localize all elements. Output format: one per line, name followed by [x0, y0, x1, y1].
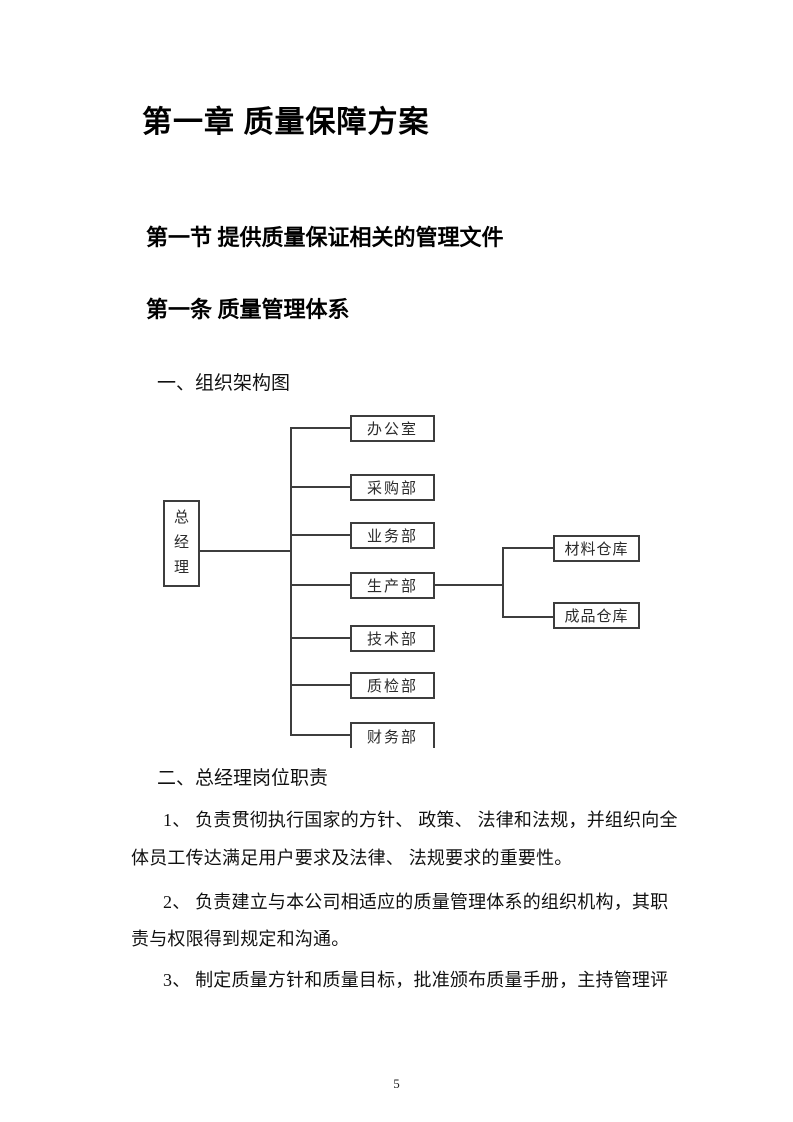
- org-box-business: 业务部: [350, 522, 435, 549]
- gm-char: 经: [173, 535, 189, 551]
- org-box-label: 技术部: [366, 632, 418, 648]
- connector-line: [290, 734, 350, 736]
- org-box-purchasing: 采购部: [350, 474, 435, 501]
- org-box-production: 生产部: [350, 572, 435, 599]
- org-box-office: 办公室: [350, 415, 435, 442]
- org-box-label: 办公室: [366, 422, 418, 438]
- page-number: 5: [393, 1076, 400, 1091]
- gm-char: 总: [173, 510, 189, 526]
- connector-line: [290, 486, 350, 488]
- org-chart: 总 经 理 办公室 采购部 业务部 生产部 技术部 质检部 财务部 材料仓库 成…: [163, 410, 648, 755]
- connector-line: [290, 427, 292, 736]
- list-item-org-chart: 一、组织架构图: [157, 373, 291, 394]
- org-box-label: 财务部: [366, 729, 418, 746]
- org-box-quality: 质检部: [350, 672, 435, 699]
- connector-line: [200, 550, 292, 552]
- org-box-label: 成品仓库: [564, 609, 629, 625]
- connector-line: [290, 427, 350, 429]
- org-box-label: 材料仓库: [564, 542, 629, 558]
- connector-line: [504, 616, 553, 618]
- paragraph-line: 体员工传达满足用户要求及法律、 法规要求的重要性。: [131, 848, 573, 868]
- connector-line: [433, 584, 504, 586]
- org-box-label: 质检部: [366, 679, 418, 695]
- chapter-title: 第一章 质量保障方案: [142, 106, 430, 139]
- paragraph-line: 责与权限得到规定和沟通。: [131, 929, 350, 949]
- connector-line: [290, 684, 350, 686]
- connector-line: [502, 547, 504, 618]
- org-box-label: 生产部: [366, 579, 418, 595]
- org-box-finance: 财务部: [350, 722, 435, 748]
- org-box-general-manager: 总 经 理: [163, 500, 200, 587]
- org-box-label: 业务部: [366, 529, 418, 545]
- connector-line: [290, 637, 350, 639]
- connector-line: [290, 584, 350, 586]
- connector-line: [290, 534, 350, 536]
- org-box-technology: 技术部: [350, 625, 435, 652]
- paragraph-line: 2、 负责建立与本公司相适应的质量管理体系的组织机构，其职: [163, 892, 669, 912]
- paragraph-line: 3、 制定质量方针和质量目标，批准颁布质量手册，主持管理评: [163, 970, 669, 990]
- section-title: 第一节 提供质量保证相关的管理文件: [146, 225, 504, 250]
- list-item-gm-duties: 二、总经理岗位职责: [157, 768, 329, 789]
- org-box-label: 采购部: [366, 481, 418, 497]
- org-box-material-warehouse: 材料仓库: [553, 535, 640, 562]
- paragraph-line: 1、 负责贯彻执行国家的方针、 政策、 法律和法规，并组织向全: [163, 810, 678, 830]
- article-title: 第一条 质量管理体系: [146, 297, 350, 322]
- connector-line: [504, 547, 553, 549]
- org-box-product-warehouse: 成品仓库: [553, 602, 640, 629]
- gm-char: 理: [173, 560, 189, 576]
